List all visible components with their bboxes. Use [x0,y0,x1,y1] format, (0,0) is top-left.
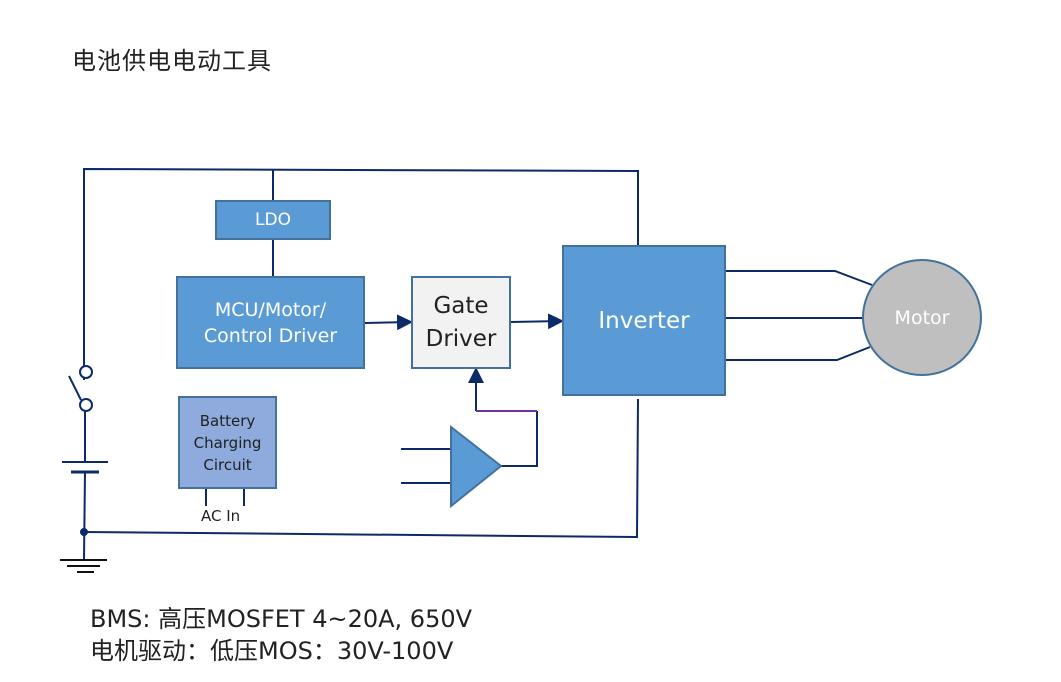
mcu-block: MCU/Motor/ Control Driver [176,276,365,369]
bcc-label-3: Circuit [203,455,252,474]
phase-c-wire [726,346,871,361]
switch-contact-top [79,365,93,379]
diagram-title: 电池供电电动工具 [72,47,272,75]
gate-driver-block: Gate Driver [411,276,511,369]
gate-to-inverter-arrow [510,313,564,330]
mcu-label-2: Control Driver [203,324,338,347]
bcc-label-1: Battery [199,411,256,430]
motor-icon: Motor [862,259,982,376]
phase-a-wire [726,270,873,286]
amplifier-icon [450,424,503,509]
gate-label-1: Gate [433,292,489,319]
mcu-to-gate-arrow [364,314,413,331]
inverter-label: Inverter [598,307,690,334]
bcc-label-2: Charging [193,433,262,452]
ldo-label: LDO [255,210,291,230]
note-bms: BMS: 高压MOSFET 4~20A, 650V [90,605,473,633]
switch-lever-icon [68,375,82,401]
switch-contact-bottom [79,398,93,412]
notes: BMS: 高压MOSFET 4~20A, 650V 电机驱动：低压MOS：30V… [90,603,472,667]
motor-label: Motor [894,306,950,329]
battery-charging-block: Battery Charging Circuit [178,396,277,489]
ac-in-label: AC In [201,507,241,525]
note-motor-drive: 电机驱动：低压MOS：30V-100V [90,637,454,665]
ground-node [80,528,88,536]
ldo-block: LDO [215,200,331,240]
gate-label-2: Driver [425,325,497,352]
ground-return-wire [83,398,639,539]
inverter-block: Inverter [562,245,726,396]
top-power-rail [83,167,639,380]
mcu-label-1: MCU/Motor/ [214,298,327,321]
